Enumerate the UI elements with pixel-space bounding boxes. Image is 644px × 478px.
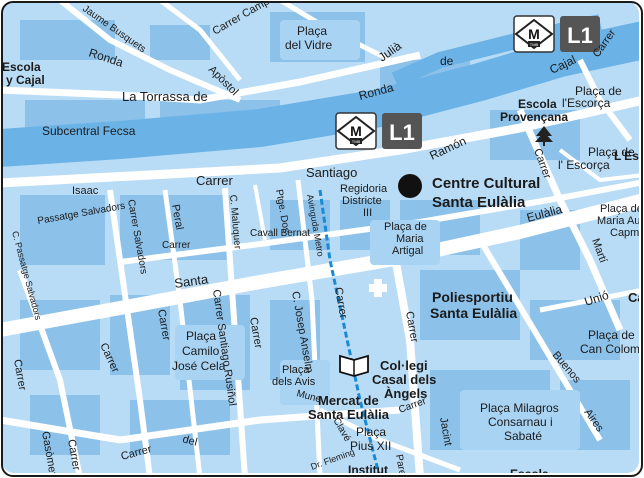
street-jacint: Jacint <box>437 416 454 446</box>
street-cavall-bernat: Cavall Bernat <box>250 228 310 239</box>
street-carrer-metro: Carrer <box>332 286 349 319</box>
label-escola: Escola <box>2 60 41 74</box>
label-centre-cultural-2: Santa Eulàlia <box>432 194 526 211</box>
label-placa-maria-3: Artigal <box>392 245 423 257</box>
label-placa-pius-2: Pius XII <box>350 439 391 453</box>
line-label: L1 <box>389 120 415 145</box>
street-carrer-left: Carrer <box>11 358 28 391</box>
street-carrer-v1: Carrer <box>247 316 264 349</box>
label-mercat: Mercat de <box>318 393 379 408</box>
metro-logo-text: M <box>350 123 362 139</box>
street-carrer-bl: Carrer <box>65 438 82 471</box>
label-torrassa: La Torrassa de <box>122 89 208 104</box>
label-poliesportiu: Poliesportiu <box>432 289 513 305</box>
street-santiago: Santiago <box>306 165 357 180</box>
street-carrer-mid: Carrer <box>162 240 191 251</box>
metro-station-icon <box>336 115 376 147</box>
label-placa-vidre-2: del Vidre <box>285 38 332 52</box>
label-centre-cultural: Centre Cultural <box>432 175 540 192</box>
place-labels: Escola Ramón y Cajal La Torrassa de Subc… <box>0 24 644 478</box>
label-collegi: Col·legi <box>380 358 428 373</box>
label-placa-escorca2: Plaça de <box>588 145 635 159</box>
label-placa-camilo: Plaça <box>186 329 216 343</box>
open-book-icon[interactable] <box>339 354 369 377</box>
label-placa-escorca: Plaça de <box>575 84 622 98</box>
label-institut: Institut <box>348 463 388 477</box>
metro-station-top[interactable]: M TMB L1 <box>513 15 600 53</box>
label-poliesportiu-2: Santa Eulàlia <box>430 305 517 321</box>
label-placa-camilo-2: Camilo <box>182 344 220 358</box>
label-placa-milagros: Plaça Milagros <box>480 401 559 415</box>
label-escola-bottom: Escola <box>510 467 549 478</box>
label-subcentral: Subcentral Fecsa <box>42 124 136 138</box>
label-placa-milagros-2: Consarnau i <box>488 415 553 429</box>
street-carrer-santa: Carrer <box>155 308 172 341</box>
label-placa-camilo-3: José Cela <box>172 359 226 373</box>
street-carrer-santiago: Carrer <box>196 173 234 188</box>
label-regidoria-3: III <box>363 207 372 219</box>
street-pare: Pare <box>393 454 408 477</box>
label-placa-can-colom-2: Can Colom <box>580 342 640 356</box>
label-regidoria-2: Districte <box>342 195 382 207</box>
label-placa-can-colom: Plaça de <box>588 328 635 342</box>
metro-logo-text: M <box>528 26 540 42</box>
metro-station-icon <box>514 18 554 50</box>
metro-station-center[interactable]: M TMB L1 <box>335 112 422 150</box>
label-collegi-3: Àngels <box>384 386 427 401</box>
tmb-text: TMB <box>530 42 539 47</box>
label-isaac: Isaac <box>72 185 99 197</box>
label-placa-milagros-3: Sabaté <box>504 429 542 443</box>
label-escola-ramon: Ramón y Cajal <box>0 73 45 87</box>
label-placa-maria-au-3: Capma <box>610 227 644 239</box>
label-placa-avis: Plaça <box>282 364 310 376</box>
label-escola-clip: L'Escola <box>614 149 644 163</box>
label-ca-clip: Ca <box>628 290 644 305</box>
label-mercat-2: Santa Eulàlia <box>308 407 390 422</box>
metro-line-l1 <box>318 189 382 473</box>
label-collegi-2: Casal dels <box>372 372 436 387</box>
label-escola-provencana-2: Provençana <box>500 110 568 124</box>
tmb-text: TMB <box>352 139 361 144</box>
label-placa-avis-2: dels Avis <box>272 376 316 388</box>
label-placa-escorca-2: l'Escorça <box>562 96 611 110</box>
point-of-interest-dot-icon[interactable] <box>398 174 422 198</box>
plazas <box>175 20 580 450</box>
label-placa-vidre: Plaça <box>297 24 327 38</box>
health-center-cross-icon[interactable] <box>367 277 389 299</box>
street-de: de <box>440 54 454 68</box>
street-del: del <box>181 433 198 448</box>
label-placa-maria: Plaça de <box>384 221 427 233</box>
street-carrer-jacint: Carrer <box>403 310 420 343</box>
label-placa-escorca2-2: l' Escorça <box>558 158 610 172</box>
street-santa: Santa <box>173 271 209 291</box>
label-placa-maria-2: Maria <box>396 233 424 245</box>
line-badge-icon <box>382 113 422 149</box>
label-regidoria: Regidoria <box>340 183 388 195</box>
line-badge-icon <box>560 16 600 52</box>
label-placa-maria-au: Plaça de <box>600 203 643 215</box>
tree-icon <box>535 126 553 146</box>
label-placa-pius: Plaça <box>356 425 386 439</box>
street-maluquer: C. Maluquer <box>227 194 243 250</box>
line-label: L1 <box>567 23 593 48</box>
label-placa-maria-au-2: Maria Au <box>597 215 640 227</box>
label-escola-provencana: Escola <box>518 97 557 111</box>
street-peral: Peral <box>169 203 185 230</box>
